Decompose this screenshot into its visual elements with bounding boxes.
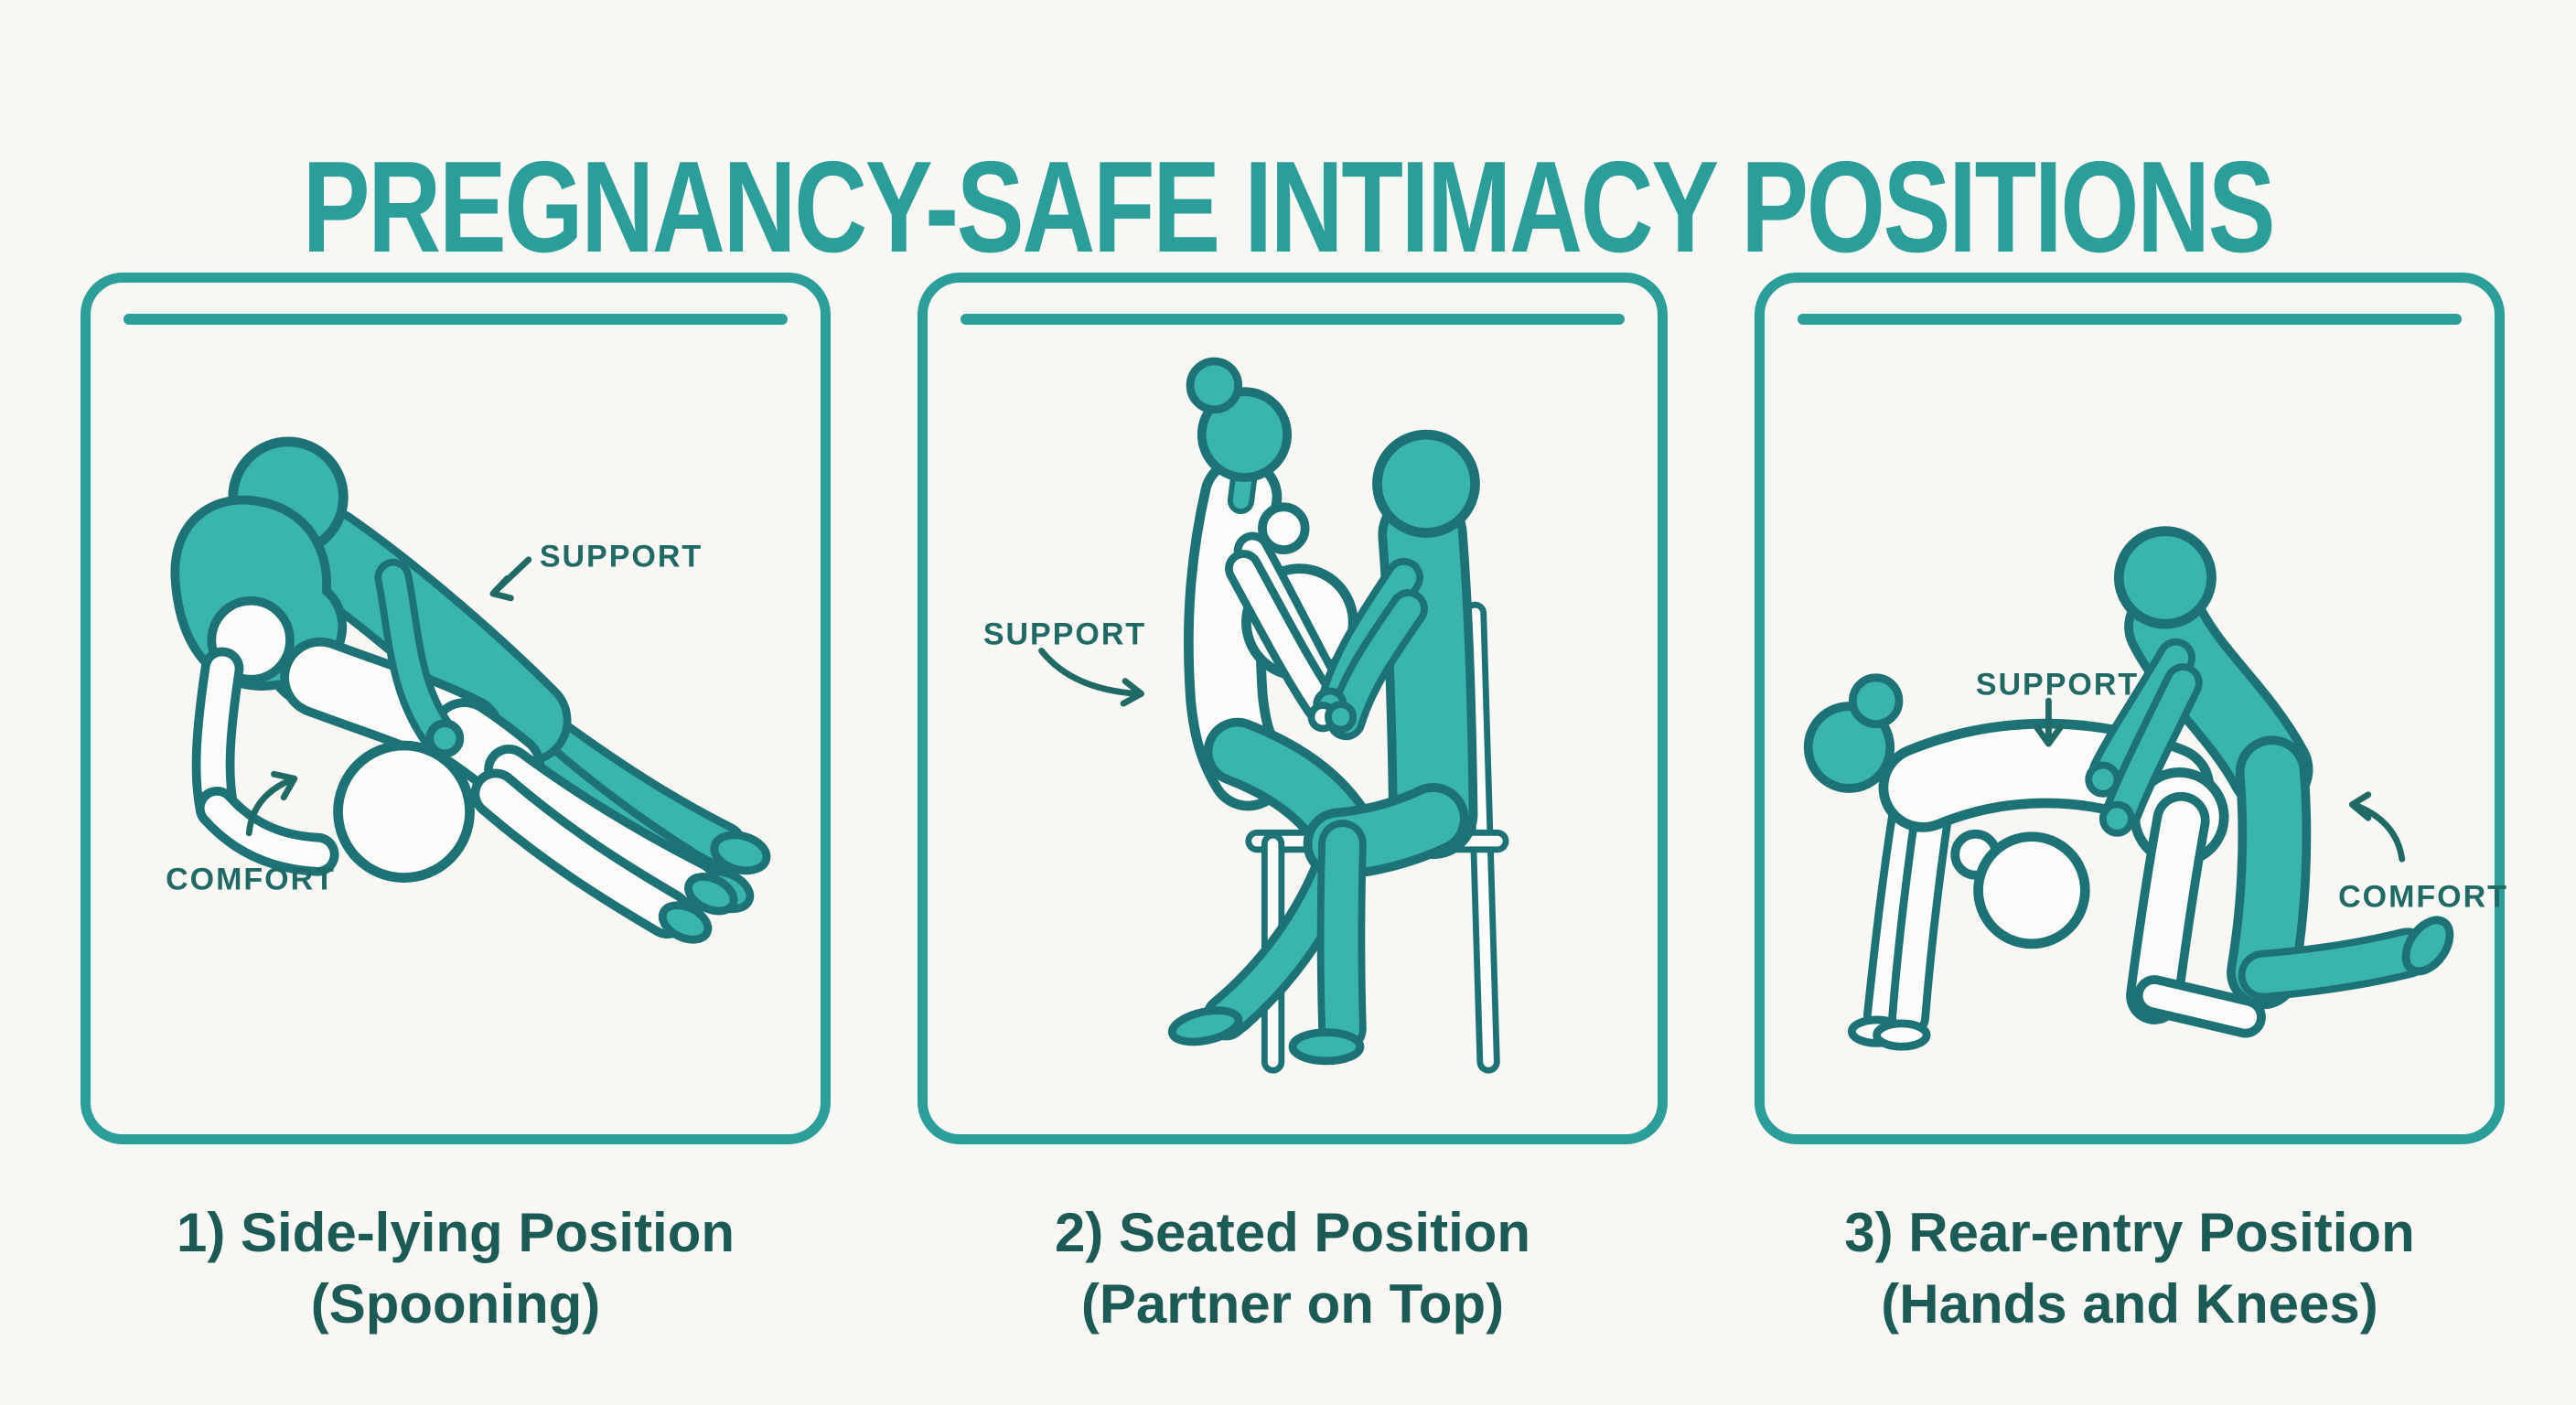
support-arrow xyxy=(489,556,532,602)
caption-rear-entry: 3) Rear-entry Position (Hands and Knees) xyxy=(1844,1197,2414,1340)
panel-side-lying: SUPPORT COMFORT xyxy=(80,273,831,1144)
comfort-arrow xyxy=(2348,791,2406,863)
man-hand xyxy=(425,719,465,758)
man-figure xyxy=(2085,526,2454,1010)
support-label: SUPPORT xyxy=(539,539,703,574)
comfort-label: COMFORT xyxy=(166,862,336,897)
pregnant-belly xyxy=(1973,831,2090,949)
hair-bun xyxy=(1848,673,1904,728)
man-face xyxy=(1372,429,1480,538)
panel-column-side-lying: SUPPORT COMFORT 1) Side-lying Position (… xyxy=(80,273,831,1340)
panel-seated: SUPPORT xyxy=(918,273,1668,1144)
caption-side-lying: 1) Side-lying Position (Spooning) xyxy=(177,1197,735,1340)
panel-rear-entry: SUPPORT COMFORT xyxy=(1755,273,2508,1144)
joined-hands xyxy=(1307,687,1358,734)
panel-top-rule xyxy=(123,314,788,325)
pregnant-belly xyxy=(333,740,475,883)
caption-line-2: (Spooning) xyxy=(310,1273,601,1335)
panels-row: SUPPORT COMFORT 1) Side-lying Position (… xyxy=(80,273,2508,1340)
caption-line-1: 1) Side-lying Position xyxy=(176,1202,735,1263)
woman-figure xyxy=(170,495,738,944)
panel-top-rule xyxy=(961,314,1625,325)
woman-face xyxy=(1197,387,1293,482)
man-figure xyxy=(1288,429,1480,1066)
support-arrow xyxy=(1038,648,1144,707)
man-hand xyxy=(2098,800,2135,837)
support-label: SUPPORT xyxy=(1975,667,2140,702)
comfort-label: COMFORT xyxy=(2338,879,2508,915)
support-arrow xyxy=(2034,697,2064,747)
comfort-arrow xyxy=(245,770,298,837)
side-lying-illustration xyxy=(170,436,771,944)
support-label: SUPPORT xyxy=(982,617,1147,652)
man-arm xyxy=(374,558,465,758)
caption-line-2: (Partner on Top) xyxy=(1080,1273,1505,1335)
panel-column-seated: SUPPORT 2) Seated Position (Partner on T… xyxy=(918,273,1668,1340)
caption-seated: 2) Seated Position (Partner on Top) xyxy=(1055,1197,1530,1340)
caption-line-1: 3) Rear-entry Position xyxy=(1844,1202,2415,1263)
page-title: PREGNANCY-SAFE INTIMACY POSITIONS xyxy=(302,134,2276,281)
hair-bun xyxy=(1186,357,1243,414)
man-face xyxy=(2113,526,2216,629)
man-figure xyxy=(228,436,771,914)
caption-line-2: (Hands and Knees) xyxy=(1881,1273,2378,1335)
panel-column-rear-entry: SUPPORT COMFORT 3) Rear-entry Position (… xyxy=(1755,273,2508,1340)
seated-illustration xyxy=(1038,357,1509,1074)
caption-line-1: 2) Seated Position xyxy=(1054,1202,1531,1263)
panel-top-rule xyxy=(1798,314,2462,325)
rear-entry-illustration xyxy=(1803,526,2454,1051)
